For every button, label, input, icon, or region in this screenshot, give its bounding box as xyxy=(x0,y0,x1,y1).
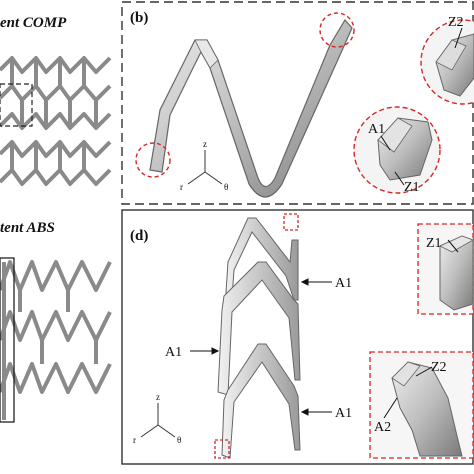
panel-b-axes xyxy=(187,150,223,185)
panel-b-axis-theta: θ xyxy=(224,182,228,192)
panel-b-callout-z2: Z2 xyxy=(448,15,464,30)
panel-d-callout-z1: Z1 xyxy=(426,236,442,251)
stent-comp-mesh xyxy=(0,56,112,186)
panel-d-callout-a2: A2 xyxy=(374,420,391,435)
panel-b-axis-r: r xyxy=(180,182,183,192)
panel-d-label: (d) xyxy=(130,228,148,244)
panel-b-callout-a1: A1 xyxy=(368,122,385,137)
panel-b-marker-bottom xyxy=(135,142,171,178)
panel-b-axis-z: z xyxy=(203,139,207,149)
stent-comp-zoom-box xyxy=(0,83,33,127)
panel-d-leaders xyxy=(190,278,332,416)
stent-comp-title: ent COMP xyxy=(0,15,67,31)
panel-b-callout-z1: Z1 xyxy=(404,180,420,195)
panel-d-frame xyxy=(121,209,474,465)
panel-b-strut xyxy=(149,18,353,198)
panel-b-label: (b) xyxy=(130,10,148,26)
panel-d-axis-r: r xyxy=(133,435,136,445)
panel-d-axis-z: z xyxy=(156,392,160,402)
panel-b-frame xyxy=(121,1,474,205)
panel-d-callout-z2: Z2 xyxy=(431,360,447,375)
panel-d-axis-theta: θ xyxy=(177,435,181,445)
panel-d-leader-a1-top: A1 xyxy=(335,276,352,291)
panel-b-marker-top xyxy=(319,12,355,48)
panel-d-leader-a1-middle: A1 xyxy=(165,345,182,360)
panel-d-marker-bottom xyxy=(214,439,230,459)
panel-d-axes xyxy=(140,403,176,438)
stent-abs-title: tent ABS xyxy=(0,220,55,236)
panel-d-marker-top xyxy=(283,213,299,231)
panel-d-leader-a1-bottom: A1 xyxy=(335,406,352,421)
stent-abs-mesh xyxy=(0,260,112,420)
panel-d-struts xyxy=(217,217,301,459)
stent-abs-zoom-box xyxy=(0,257,15,423)
